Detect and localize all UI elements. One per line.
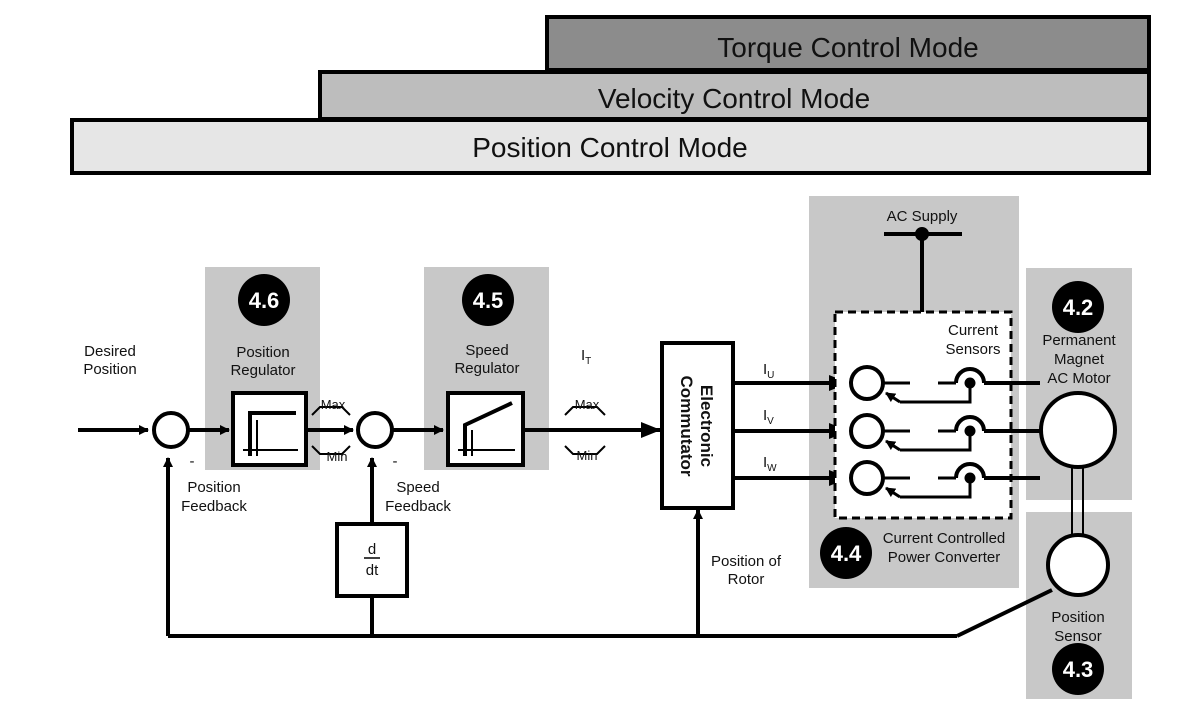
motor-shaft [1071, 467, 1084, 535]
rotor-position-label-1: Position of [711, 553, 782, 570]
svg-text:Electronic: Electronic [697, 385, 716, 467]
motor-label-1: Permanent [1042, 332, 1116, 349]
desired-position-label-2: Position [83, 361, 136, 378]
speed-summing-junction [356, 411, 394, 449]
position-limiter [311, 406, 351, 455]
converter-label-1: Current Controlled [883, 530, 1006, 547]
rotor-position-label-2: Rotor [728, 571, 765, 588]
speed-regulator-label-1: Speed [465, 342, 508, 359]
torque-current-label: IT [581, 347, 591, 367]
ac-supply [884, 227, 962, 312]
position-limit-max: Max [321, 397, 346, 412]
phase-v-label: IV [763, 407, 774, 427]
speed-limit-max: Max [575, 397, 600, 412]
torque-mode-label: Torque Control Mode [717, 32, 978, 63]
svg-text:4.6: 4.6 [249, 288, 280, 313]
converter-phases [849, 365, 1040, 499]
ac-motor-circle [1039, 391, 1117, 469]
commutator-label: Electronic Commutator [677, 375, 716, 476]
speed-limiter [564, 406, 606, 455]
position-regulator-block [231, 391, 308, 467]
feedback-bus [163, 457, 1053, 638]
speed-regulator-label-2: Regulator [454, 360, 519, 377]
phase-lines [733, 375, 849, 486]
badge-4-4: 4.4 [820, 527, 872, 579]
current-sensors-label-2: Sensors [945, 341, 1000, 358]
mode-bars: Torque Control Mode Velocity Control Mod… [70, 15, 1151, 175]
speed-regulator-block [446, 391, 525, 467]
speed-feedback-label-1: Speed [396, 479, 439, 496]
position-sensor-circle [1046, 533, 1110, 597]
badge-4-3: 4.3 [1052, 643, 1104, 695]
badge-4-5: 4.5 [462, 274, 514, 326]
desired-position-label-1: Desired [84, 343, 136, 360]
svg-text:4.3: 4.3 [1063, 657, 1094, 682]
position-limit-min: Min [327, 449, 348, 464]
velocity-mode-label: Velocity Control Mode [598, 83, 870, 114]
position-mode-label: Position Control Mode [472, 132, 747, 163]
position-summing-junction [152, 411, 190, 449]
svg-text:4.2: 4.2 [1063, 295, 1094, 320]
converter-label-2: Power Converter [888, 549, 1001, 566]
phase-u-label: IU [763, 361, 774, 381]
svg-text:4.4: 4.4 [831, 541, 862, 566]
position-feedback-label-1: Position [187, 479, 240, 496]
badge-4-6: 4.6 [238, 274, 290, 326]
position-mode-bar [70, 118, 1151, 175]
derivative-denominator: dt [366, 562, 379, 579]
motor-label-2: Magnet [1054, 351, 1105, 368]
position-minus-sign: - [190, 453, 195, 470]
position-regulator-label-1: Position [236, 344, 289, 361]
forward-path [78, 422, 661, 524]
motor-label-3: AC Motor [1047, 370, 1110, 387]
speed-minus-sign: - [393, 453, 398, 470]
speed-feedback-label-2: Feedback [385, 498, 451, 515]
speed-limit-min: Min [577, 448, 598, 463]
position-sensor-label-1: Position [1051, 609, 1104, 626]
current-sensors-label-1: Current [948, 322, 999, 339]
svg-text:Commutator: Commutator [677, 375, 696, 476]
electronic-commutator-block [660, 341, 735, 510]
position-sensor-label-2: Sensor [1054, 628, 1102, 645]
derivative-numerator: d [368, 541, 376, 558]
phase-w-label: IW [763, 454, 777, 474]
position-regulator-label-2: Regulator [230, 362, 295, 379]
derivative-block [335, 522, 409, 598]
svg-text:4.5: 4.5 [473, 288, 504, 313]
position-feedback-label-2: Feedback [181, 498, 247, 515]
ac-supply-label: AC Supply [887, 208, 958, 225]
badge-4-2: 4.2 [1052, 281, 1104, 333]
